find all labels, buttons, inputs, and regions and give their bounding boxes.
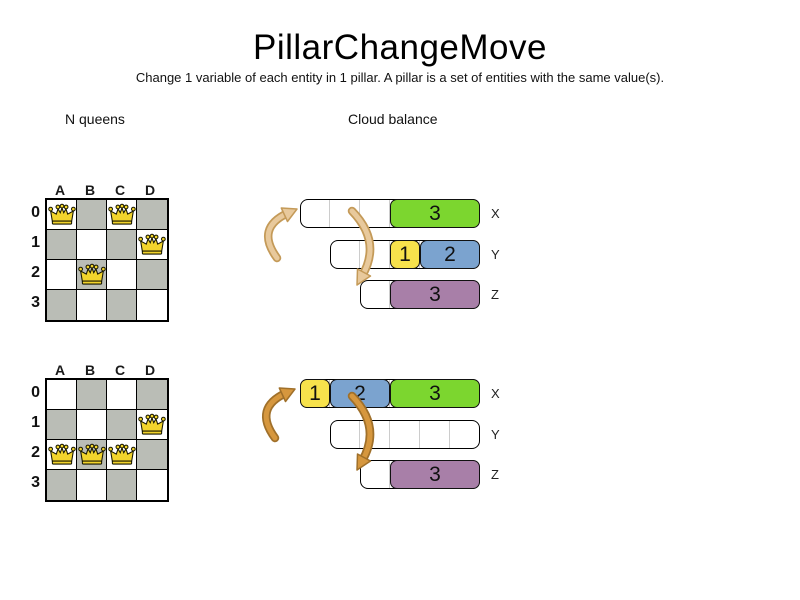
queen-icon bbox=[138, 233, 166, 255]
queen-icon bbox=[107, 443, 136, 465]
cell-A1 bbox=[47, 230, 77, 260]
column-header-D: D bbox=[144, 182, 156, 198]
queen-icon bbox=[77, 443, 106, 465]
cell-D2 bbox=[137, 440, 167, 470]
process-block-before-Y-2: 2 bbox=[420, 240, 480, 269]
capacity-divider bbox=[359, 241, 360, 268]
queen-icon bbox=[77, 263, 106, 285]
capacity-divider bbox=[389, 241, 390, 268]
cell-A3 bbox=[47, 290, 77, 320]
bar-label-before-Y: Y bbox=[491, 247, 500, 262]
bar-label-after-X: X bbox=[491, 386, 500, 401]
cloud-balance-section-label: Cloud balance bbox=[348, 111, 438, 127]
cell-A0 bbox=[47, 380, 77, 410]
row-header-2: 2 bbox=[31, 444, 40, 461]
cell-D2 bbox=[137, 260, 167, 290]
cell-A3 bbox=[47, 470, 77, 500]
row-header-3: 3 bbox=[31, 474, 40, 491]
cell-B1 bbox=[77, 410, 107, 440]
queen-icon bbox=[107, 203, 136, 225]
row-header-3: 3 bbox=[31, 294, 40, 311]
cell-D3 bbox=[137, 290, 167, 320]
queen-icon bbox=[47, 443, 76, 465]
page-subtitle: Change 1 variable of each entity in 1 pi… bbox=[135, 70, 665, 85]
capacity-divider bbox=[419, 421, 420, 448]
row-header-1: 1 bbox=[31, 234, 40, 251]
cell-C1 bbox=[107, 230, 137, 260]
column-header-C: C bbox=[114, 362, 126, 378]
cell-B1 bbox=[77, 230, 107, 260]
row-header-2: 2 bbox=[31, 264, 40, 281]
row-header-0: 0 bbox=[31, 384, 40, 401]
cell-A2 bbox=[47, 260, 77, 290]
page-title: PillarChangeMove bbox=[253, 28, 547, 67]
process-block-before-Z-3: 3 bbox=[390, 280, 480, 309]
row-header-0: 0 bbox=[31, 204, 40, 221]
cell-C3 bbox=[107, 470, 137, 500]
cell-B0 bbox=[77, 380, 107, 410]
process-block-before-Y-1: 1 bbox=[390, 240, 420, 269]
cell-C1 bbox=[107, 410, 137, 440]
bar-label-after-Z: Z bbox=[491, 467, 499, 482]
capacity-divider bbox=[389, 281, 390, 308]
chessboard-grid bbox=[45, 378, 169, 502]
bar-label-after-Y: Y bbox=[491, 427, 500, 442]
process-block-after-X-2: 2 bbox=[330, 379, 390, 408]
cloud-move-arrow-top bbox=[264, 207, 298, 263]
cell-D3 bbox=[137, 470, 167, 500]
nqueens-section-label: N queens bbox=[65, 111, 125, 127]
cell-C0 bbox=[107, 200, 137, 230]
column-header-B: B bbox=[84, 362, 96, 378]
capacity-divider bbox=[359, 421, 360, 448]
column-header-B: B bbox=[84, 182, 96, 198]
process-block-after-X-1: 1 bbox=[300, 379, 330, 408]
queen-icon bbox=[47, 203, 76, 225]
cell-B3 bbox=[77, 470, 107, 500]
column-header-A: A bbox=[54, 182, 66, 198]
cell-D0 bbox=[137, 200, 167, 230]
bar-label-before-Z: Z bbox=[491, 287, 499, 302]
row-header-1: 1 bbox=[31, 414, 40, 431]
cloud-move-arrow-bottom bbox=[262, 387, 296, 443]
cell-A0 bbox=[47, 200, 77, 230]
cell-B2 bbox=[77, 260, 107, 290]
computer-bar-after-Y bbox=[330, 420, 480, 449]
cell-C3 bbox=[107, 290, 137, 320]
cell-A1 bbox=[47, 410, 77, 440]
column-header-C: C bbox=[114, 182, 126, 198]
queen-icon bbox=[138, 413, 166, 435]
cell-B3 bbox=[77, 290, 107, 320]
bar-label-before-X: X bbox=[491, 206, 500, 221]
cell-B0 bbox=[77, 200, 107, 230]
chessboard-grid bbox=[45, 198, 169, 322]
process-block-before-X-3: 3 bbox=[390, 199, 480, 228]
capacity-divider bbox=[389, 200, 390, 227]
capacity-divider bbox=[449, 421, 450, 448]
capacity-divider bbox=[329, 200, 330, 227]
cell-A2 bbox=[47, 440, 77, 470]
cell-D1 bbox=[137, 230, 167, 260]
capacity-divider bbox=[389, 421, 390, 448]
cell-C2 bbox=[107, 260, 137, 290]
cell-C2 bbox=[107, 440, 137, 470]
cell-B2 bbox=[77, 440, 107, 470]
capacity-divider bbox=[359, 200, 360, 227]
column-header-A: A bbox=[54, 362, 66, 378]
cell-D0 bbox=[137, 380, 167, 410]
process-block-after-X-3: 3 bbox=[390, 379, 480, 408]
capacity-divider bbox=[389, 461, 390, 488]
column-header-D: D bbox=[144, 362, 156, 378]
cell-D1 bbox=[137, 410, 167, 440]
cell-C0 bbox=[107, 380, 137, 410]
process-block-after-Z-3: 3 bbox=[390, 460, 480, 489]
